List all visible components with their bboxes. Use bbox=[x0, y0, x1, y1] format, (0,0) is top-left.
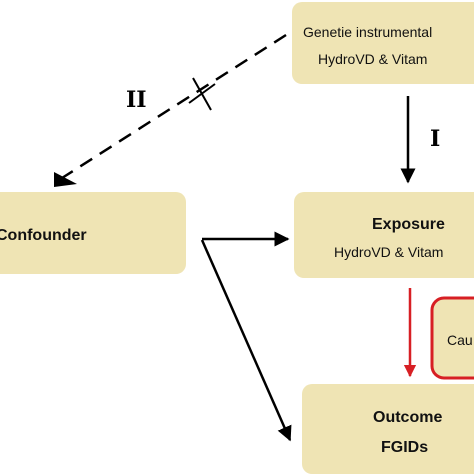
dashed-arrow-instrument-confounder bbox=[61, 33, 287, 180]
causal-box: Cau bbox=[430, 296, 474, 380]
assumption-two-label: II bbox=[126, 87, 147, 113]
dashed-arrow-head bbox=[54, 172, 77, 187]
exposure-box: Exposure HydroVD & Vitam bbox=[294, 192, 474, 278]
outcome-box: Outcome FGIDs bbox=[302, 384, 474, 474]
exposure-subtitle: HydroVD & Vitam bbox=[334, 244, 443, 260]
assumption-one-label: I bbox=[430, 126, 440, 152]
causal-box-bg bbox=[430, 296, 474, 380]
instrument-line2: HydroVD & Vitam bbox=[318, 51, 427, 67]
instrument-box-bg bbox=[292, 2, 474, 84]
exposure-box-bg bbox=[294, 192, 474, 278]
instrument-line1: Genetie instrumental bbox=[303, 24, 432, 40]
outcome-title: Outcome bbox=[373, 409, 442, 426]
blocked-x-mark bbox=[188, 77, 216, 111]
causal-label: Cau bbox=[447, 332, 473, 348]
outcome-box-bg bbox=[302, 384, 474, 474]
confounder-label: Confounder bbox=[0, 227, 87, 244]
outcome-subtitle: FGIDs bbox=[381, 439, 428, 456]
arrow-confounder-outcome bbox=[200, 239, 292, 442]
instrument-box: Genetie instrumental HydroVD & Vitam bbox=[292, 2, 474, 84]
confounder-box-bg bbox=[0, 192, 186, 274]
confounder-box: Confounder bbox=[0, 192, 186, 274]
exposure-title: Exposure bbox=[372, 216, 445, 233]
